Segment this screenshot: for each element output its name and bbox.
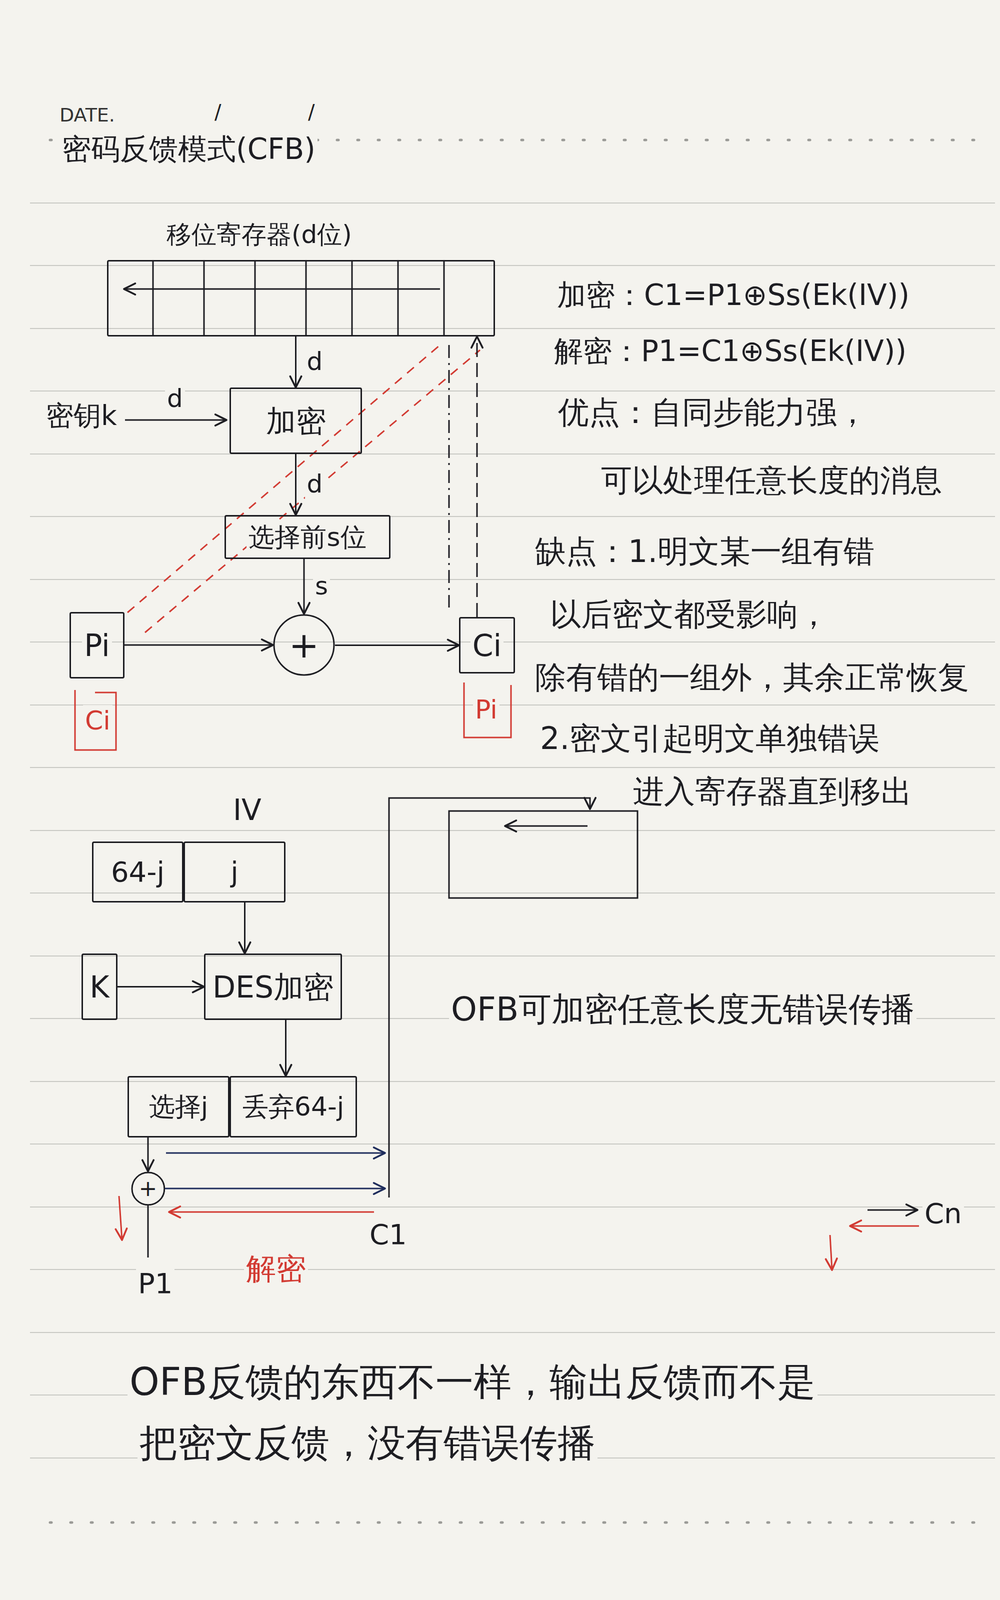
connector-arrow	[295, 336, 297, 388]
cipher-arrow	[867, 1209, 918, 1211]
decrypt-arrow	[850, 1225, 919, 1227]
shift-arrow	[505, 825, 588, 827]
node-text: 选择前s位	[246, 521, 368, 553]
decrypt-feedback-line	[127, 345, 440, 613]
note-text: 把密文反馈，没有错误传播	[137, 1420, 598, 1466]
edge-label: s	[313, 571, 330, 601]
ruled-lines	[30, 140, 995, 1523]
plain-line	[147, 1204, 149, 1258]
note-text: 优点：自同步能力强，	[556, 394, 870, 431]
connector-arrow	[295, 454, 297, 515]
ofb-register	[449, 811, 638, 898]
node-text: j	[228, 855, 241, 889]
note-text: 进入寄存器直到移出	[631, 773, 914, 810]
connector-arrow	[124, 644, 273, 646]
node-text: K	[87, 969, 111, 1005]
note-text: OFB可加密任意长度无错误传播	[449, 989, 917, 1029]
data-box: Pi	[69, 612, 125, 679]
red-bracket	[75, 690, 116, 750]
note-text: 解密：P1=C1⊕Ss(Ek(IV))	[552, 334, 909, 369]
process-box: DES加密	[204, 953, 342, 1020]
note-text: C1	[367, 1217, 409, 1251]
connector-arrow	[335, 644, 459, 646]
connector-arrow	[117, 986, 204, 988]
note-text: 加密：C1=P1⊕Ss(Ek(IV))	[555, 278, 912, 313]
key-arrow	[125, 419, 227, 421]
output-line	[166, 1152, 385, 1154]
process-box: 加密	[229, 387, 362, 454]
note-text: Pi	[473, 694, 500, 725]
decrypt-feedback-line	[145, 350, 480, 633]
connector-arrow	[303, 559, 305, 614]
shift-arrow	[124, 288, 440, 290]
decrypt-arrow	[830, 1235, 832, 1270]
note-text: 2.密文引起明文单独错误	[538, 720, 882, 757]
page-title: 密码反馈模式(CFB)	[60, 132, 318, 167]
note-text: 除有错的一组外，其余正常恢复	[533, 659, 971, 696]
note-text: /	[212, 100, 223, 124]
note-text: DATE.	[57, 104, 117, 127]
key-box: K	[81, 953, 118, 1020]
note-text: 可以处理任意长度的消息	[599, 462, 944, 499]
register-label: 移位寄存器(d位)	[164, 219, 354, 250]
edge-label: d	[305, 346, 325, 377]
note-text: IV	[231, 793, 264, 828]
connector-arrow	[285, 1020, 287, 1076]
node-text: +	[139, 1177, 158, 1200]
process-box: 选择前s位	[224, 515, 391, 559]
node-text: 64-j	[109, 855, 167, 889]
xor-circle: +	[131, 1171, 166, 1206]
discard-box: 丢弃64-j	[229, 1076, 357, 1138]
note-text: Ci	[83, 705, 113, 736]
note-text: 以后密文都受影响，	[548, 596, 831, 633]
xor-ring	[132, 1172, 165, 1205]
note-text: 缺点：1.明文某一组有错	[533, 533, 877, 570]
node-text: Pi	[82, 627, 112, 664]
note-text: P1	[136, 1266, 175, 1300]
node-text: 丢弃64-j	[240, 1091, 346, 1122]
xor-circle: +	[273, 614, 335, 676]
note-text: 密钥k	[44, 399, 119, 432]
node-text: Ci	[470, 627, 504, 664]
connector-arrow	[476, 336, 478, 617]
note-text: Cn	[922, 1196, 964, 1230]
note-text: 解密	[244, 1250, 308, 1287]
note-text: /	[306, 100, 317, 124]
select-box: 选择j	[127, 1076, 230, 1138]
connector-arrow	[244, 902, 246, 954]
register-cell: j	[183, 841, 286, 903]
cipher-line	[165, 1188, 385, 1190]
edge-label: d	[305, 469, 325, 499]
red-bracket	[464, 682, 511, 738]
feedback-line	[448, 345, 450, 608]
node-text: 加密	[264, 403, 328, 439]
node-text: 选择j	[147, 1091, 210, 1122]
note-text: d	[165, 383, 185, 414]
connector-arrow	[147, 1137, 149, 1172]
node-text: +	[289, 627, 319, 663]
xor-ring	[274, 615, 334, 675]
decrypt-arrow	[169, 1211, 374, 1213]
data-box: Ci	[459, 617, 515, 674]
node-text: DES加密	[210, 969, 336, 1005]
note-text: OFB反馈的东西不一样，输出反馈而不是	[127, 1359, 818, 1405]
register-cell: 64-j	[92, 841, 184, 903]
shift-register: 移位寄存器(d位)	[107, 260, 495, 337]
decrypt-arrow	[119, 1196, 122, 1240]
register-cells	[153, 261, 444, 336]
